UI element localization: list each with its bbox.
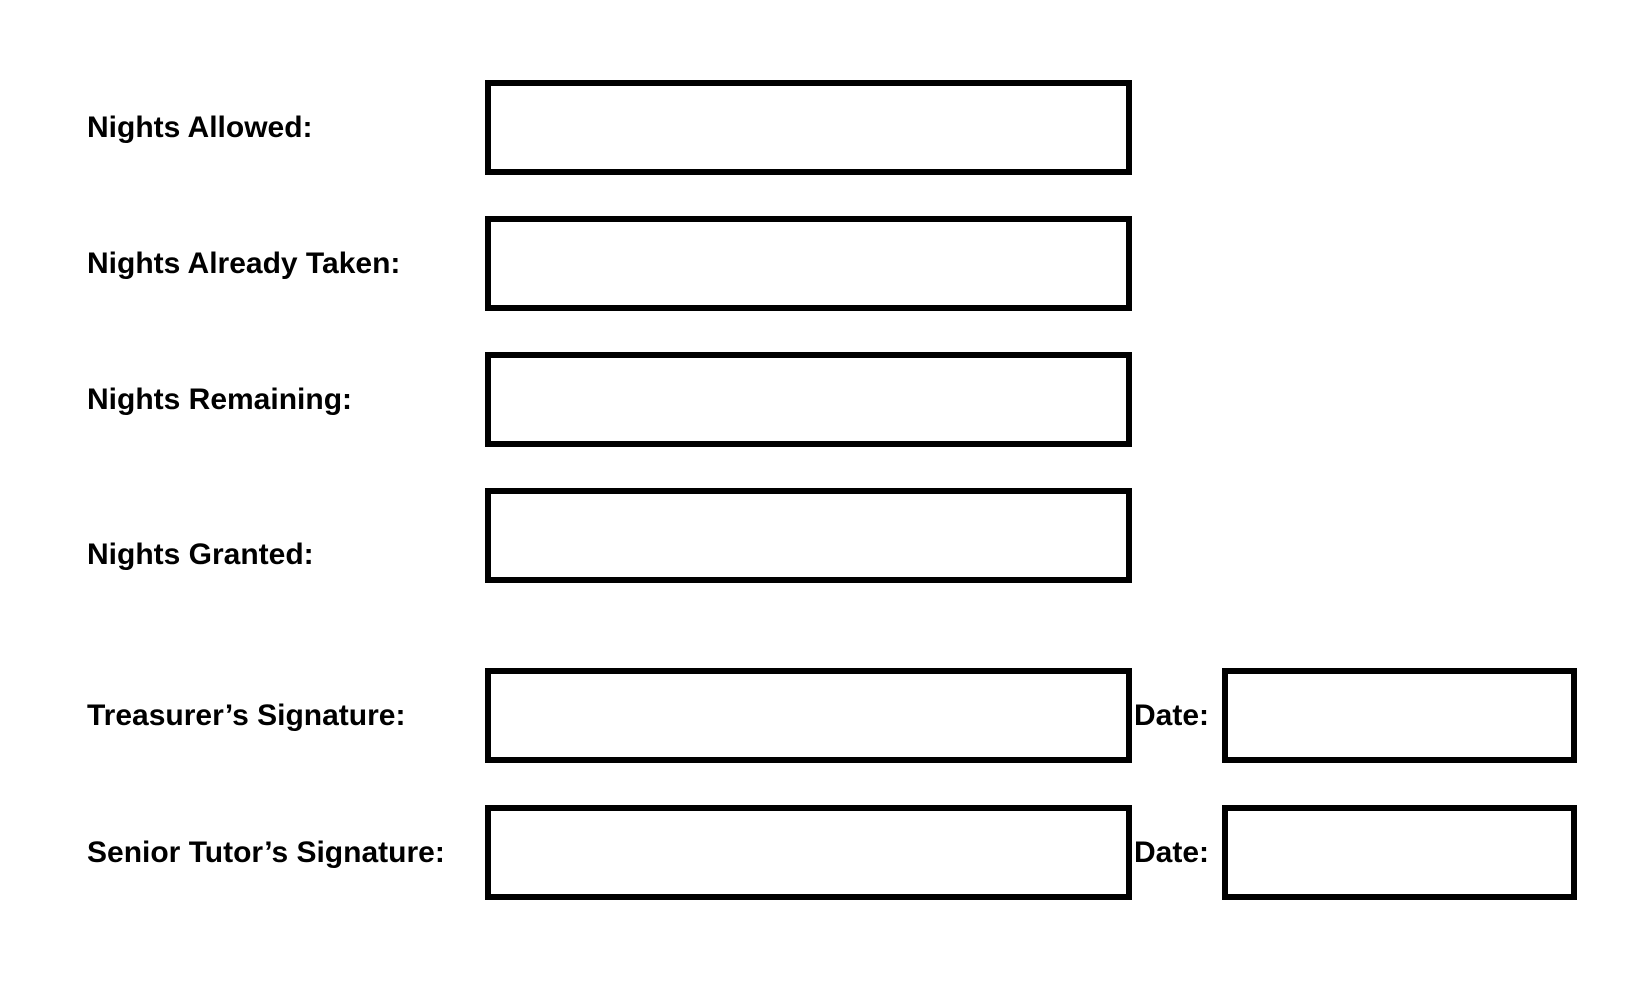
nights-already-taken-field[interactable] (485, 216, 1132, 311)
treasurer-date-label: Date: (1134, 699, 1210, 732)
senior-tutor-signature-label: Senior Tutor’s Signature: (87, 836, 445, 869)
nights-granted-field[interactable] (485, 488, 1132, 583)
senior-tutor-date-field[interactable] (1222, 805, 1577, 900)
treasurer-date-field[interactable] (1222, 668, 1577, 763)
nights-granted-label: Nights Granted: (87, 538, 314, 571)
nights-remaining-label: Nights Remaining: (87, 383, 353, 416)
nights-allowed-label: Nights Allowed: (87, 111, 313, 144)
nights-already-taken-label: Nights Already Taken: (87, 247, 401, 280)
treasurer-signature-label: Treasurer’s Signature: (87, 699, 406, 732)
treasurer-signature-field[interactable] (485, 668, 1132, 763)
nights-allowed-field[interactable] (485, 80, 1132, 175)
nights-remaining-field[interactable] (485, 352, 1132, 447)
senior-tutor-date-label: Date: (1134, 836, 1210, 869)
senior-tutor-signature-field[interactable] (485, 805, 1132, 900)
